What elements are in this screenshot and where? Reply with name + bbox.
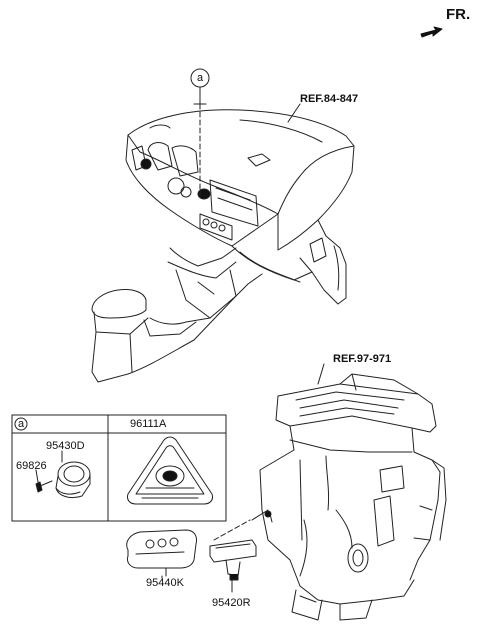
ref-heater-label: REF.97-971	[333, 353, 392, 365]
screw-leader	[35, 469, 39, 483]
callout-a-label: a	[197, 72, 204, 84]
ref-heater-leader	[317, 363, 325, 385]
inset-header-part-label: 96111A	[130, 418, 167, 430]
warning-label-part	[127, 436, 213, 505]
callout-leader	[190, 68, 210, 197]
front-arrow-icon	[420, 26, 443, 38]
immobilizer-part-label: 95430D	[46, 440, 85, 452]
inset-box	[11, 414, 227, 522]
inset-callout-label: a	[18, 418, 25, 430]
smart-key-part-label: 95440K	[146, 577, 184, 589]
front-direction-label: FR.	[446, 6, 471, 23]
ref-dashboard-label: REF.84-847	[300, 93, 359, 105]
floor-console	[91, 247, 263, 383]
screw-part-label: 69826	[16, 460, 47, 472]
antenna-part	[209, 509, 269, 593]
antenna-part-label: 95420R	[212, 597, 251, 609]
immobilizer-part	[35, 450, 91, 499]
smart-key-part	[126, 529, 197, 577]
ref-dashboard-leader	[287, 103, 301, 123]
heater-unit	[259, 373, 447, 621]
dashboard-assembly	[125, 109, 355, 305]
